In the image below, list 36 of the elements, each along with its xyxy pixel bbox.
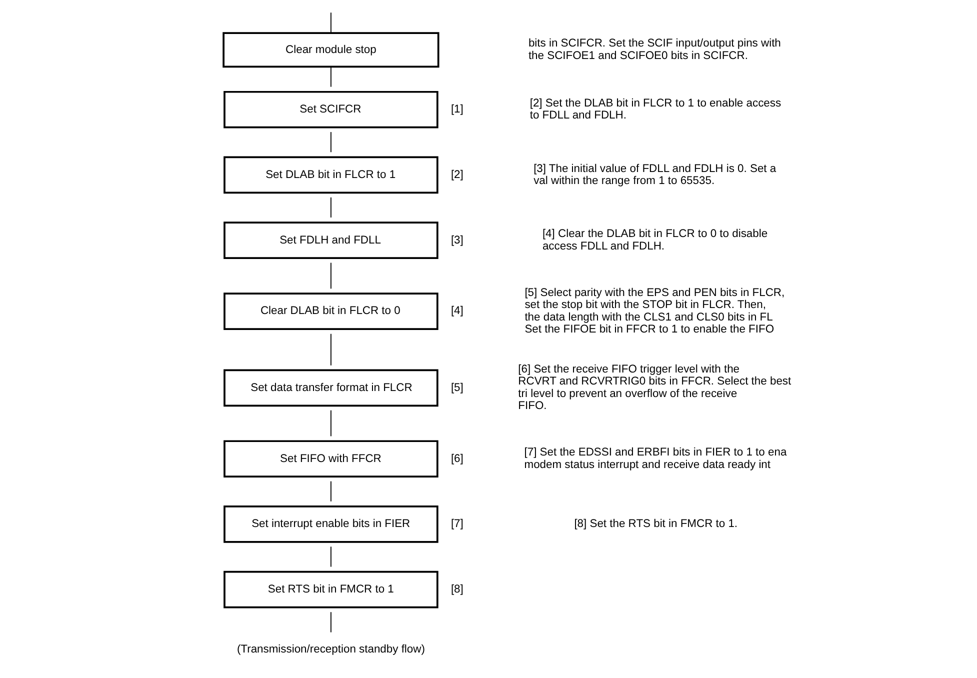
connector xyxy=(330,333,331,366)
label: [4] Clear the DLAB bit in FLCR to 0 to disable access FDLL and FDLH. xyxy=(542,228,768,252)
label: [3] The initial value of FDLL and FDLH is 0. Set a val within the range from 1 to 65535. xyxy=(533,162,776,187)
label: [7] Set the EDSSI and ERBFI bits in FIER to 1 to ena modem status interrupt and receive data ready int xyxy=(524,446,786,471)
label: [5] Select parity with the EPS and PEN bits in FLCR, set the stop bit with the STOP bit in FLCR. Then, the data length with the CLS1 and CLS0 bits in FL Set the FIFOE bit in FFCR to 1 to enable the FIFO xyxy=(524,287,784,336)
connector xyxy=(330,480,331,502)
node-box: Set FIFO with FFCR xyxy=(223,440,438,478)
node-box: Set FDLH and FDLL xyxy=(223,222,438,260)
node-label: [7] xyxy=(450,518,463,530)
node-label: [4] xyxy=(450,305,463,318)
node-box: Clear module stop xyxy=(222,32,439,68)
node-label: [8] xyxy=(450,583,463,596)
node-text: (Transmission/reception standby flow) xyxy=(236,643,424,656)
node-box: Set RTS bit in FMCR to 1 xyxy=(223,570,438,608)
node-box: Set DLAB bit in FLCR to 1 xyxy=(223,156,438,194)
connector xyxy=(330,132,331,153)
connector xyxy=(330,12,331,34)
connector xyxy=(330,410,331,437)
connector xyxy=(330,66,331,88)
node-label: [3] xyxy=(450,234,463,246)
connector xyxy=(330,262,331,290)
node-label: [5] xyxy=(450,382,463,394)
node-box: Set data transfer format in FLCR xyxy=(223,369,438,407)
connector xyxy=(330,612,331,633)
label: [6] Set the receive FIFO trigger level with the RCVRT and RCVRTRIG0 bits in FFCR. Select the best tri level to prevent an overflow of the receive FIFO. xyxy=(518,364,791,412)
node-box: Clear DLAB bit in FLCR to 0 xyxy=(223,292,438,330)
node-label: [6] xyxy=(450,452,463,465)
label: [8] Set the RTS bit in FMCR to 1. xyxy=(574,518,738,530)
node-label: [2] xyxy=(450,168,463,181)
label: [2] Set the DLAB bit in FLCR to 1 to enable access to FDLL and FDLH. xyxy=(529,97,781,122)
node-label: [1] xyxy=(450,104,463,116)
connector xyxy=(330,546,331,568)
label: bits in SCIFCR. Set the SCIF input/output pins with the SCIFOE1 and SCIFOE0 bits in SCIFCR. xyxy=(528,38,780,62)
node-box: Set SCIFCR xyxy=(223,90,438,128)
node-box: Set interrupt enable bits in FIER xyxy=(223,506,438,543)
connector xyxy=(330,196,331,218)
